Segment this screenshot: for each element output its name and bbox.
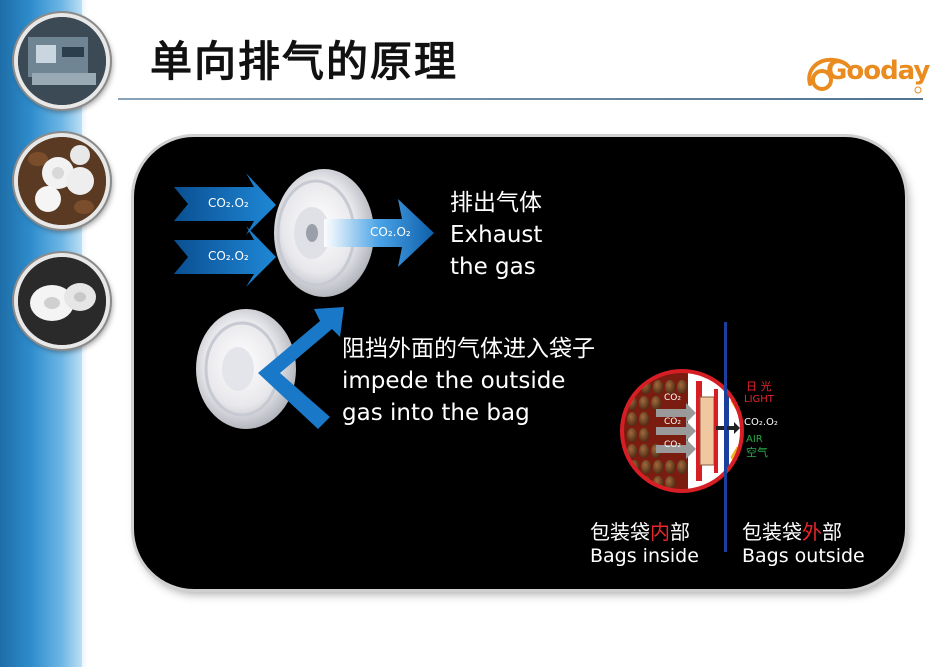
bags-inside-en: Bags inside xyxy=(590,545,699,567)
exhaust-label-en-1: Exhaust xyxy=(450,222,543,248)
logo-text: Gooday xyxy=(826,56,930,86)
thumbnail-valves-beans xyxy=(14,133,110,229)
impede-label-en-1: impede the outside xyxy=(342,368,566,394)
out-gas-label: CO₂.O₂ xyxy=(744,417,778,428)
bags-inside-cn: 包装袋内部 xyxy=(590,520,690,544)
gooday-logo xyxy=(807,57,922,94)
title-divider xyxy=(118,98,923,100)
inner-co2-label-3: CO₂ xyxy=(664,440,681,450)
diagram-graphics xyxy=(174,169,744,552)
light-label-en: LIGHT xyxy=(744,394,774,405)
diagram-panel: CO₂.O₂ CO₂.O₂ CO₂.O₂ 排出气体 Exhaust the ga… xyxy=(134,137,905,589)
bags-outside-en: Bags outside xyxy=(742,545,865,567)
inlet-arrow-bottom xyxy=(174,226,276,287)
exhaust-label-en-2: the gas xyxy=(450,254,536,280)
inner-co2-label-1: CO₂ xyxy=(664,393,681,403)
bags-outside-cn: 包装袋外部 xyxy=(742,520,842,544)
air-label-cn: 空气 xyxy=(746,446,768,459)
impede-label-en-2: gas into the bag xyxy=(342,400,530,426)
inlet-label-bottom: CO₂.O₂ xyxy=(208,249,249,263)
inlet-arrow-top xyxy=(174,173,276,235)
slide-title: 单向排气的原理 xyxy=(150,37,459,86)
air-label-en: AIR xyxy=(746,434,763,445)
inner-co2-label-2: CO₂ xyxy=(664,417,681,427)
impede-label-cn: 阻挡外面的气体进入袋子 xyxy=(342,336,595,362)
thumbnail-machine xyxy=(14,13,110,109)
inlet-label-top: CO₂.O₂ xyxy=(208,196,249,210)
thumbnail-valves xyxy=(14,253,110,349)
exhaust-arrow xyxy=(324,199,434,267)
exhaust-arrow-label: CO₂.O₂ xyxy=(370,225,411,239)
exhaust-label-cn: 排出气体 xyxy=(450,190,542,216)
light-label-cn: 日 光 xyxy=(746,380,772,393)
blocked-arrow xyxy=(258,307,344,429)
